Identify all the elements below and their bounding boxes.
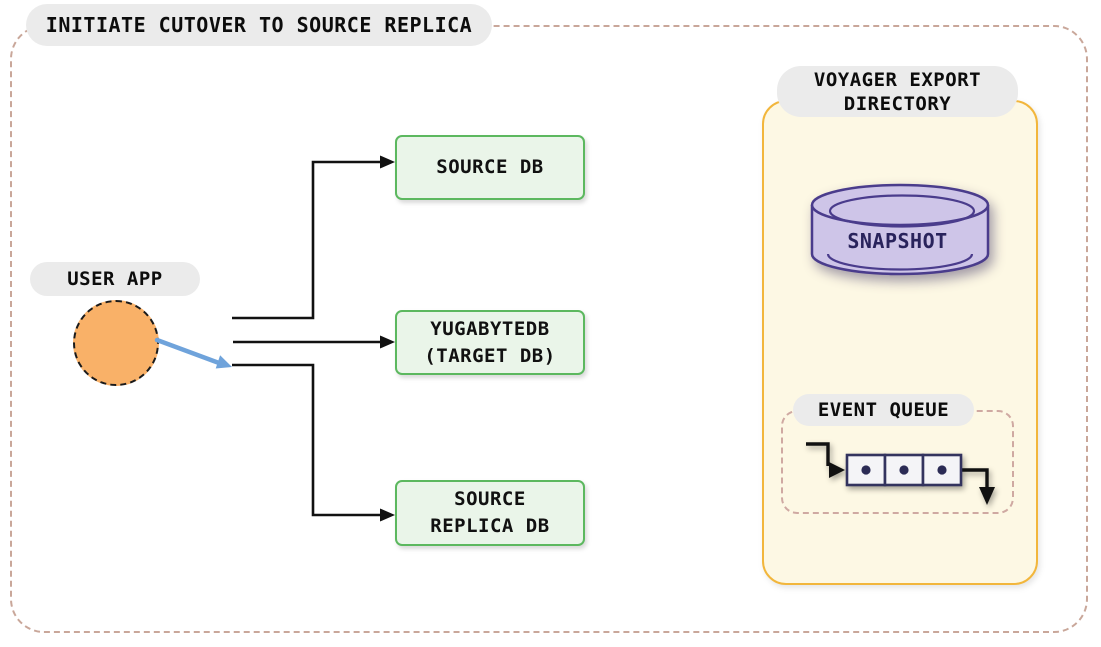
replica-db-label-line1: SOURCE bbox=[454, 488, 526, 510]
queue-in-arrow bbox=[806, 442, 830, 466]
diagram-title: INITIATE CUTOVER TO SOURCE REPLICA bbox=[26, 4, 492, 46]
queue-out-arrow bbox=[961, 468, 989, 488]
source-db-label: SOURCE DB bbox=[436, 156, 544, 178]
snapshot-label: SNAPSHOT bbox=[847, 229, 948, 253]
queue-event-dot bbox=[899, 465, 909, 475]
voyager-export-directory-label: VOYAGER EXPORT DIRECTORY bbox=[777, 66, 1018, 117]
replica-db-label-line2: REPLICA DB bbox=[430, 515, 550, 537]
snapshot-cylinder-icon bbox=[810, 183, 990, 276]
target-db-label-line2: (TARGET DB) bbox=[424, 344, 556, 367]
source-db-node: SOURCE DB bbox=[395, 135, 585, 200]
target-db-label-line1: YUGABYTEDB bbox=[430, 317, 550, 340]
user-app-circle-icon bbox=[73, 300, 159, 386]
user-app-label: USER APP bbox=[30, 262, 200, 296]
voyager-label-line2: DIRECTORY bbox=[843, 92, 952, 115]
queue-event-dot bbox=[937, 465, 947, 475]
voyager-label-line1: VOYAGER EXPORT bbox=[813, 68, 982, 91]
event-queue-icon bbox=[806, 442, 995, 505]
source-replica-db-node: SOURCE REPLICA DB bbox=[395, 480, 585, 546]
event-queue-label: EVENT QUEUE bbox=[793, 394, 974, 426]
voyager-export-directory-panel bbox=[762, 100, 1038, 585]
diagram-boundary bbox=[10, 25, 1088, 633]
queue-event-dot bbox=[861, 465, 871, 475]
yugabytedb-target-node: YUGABYTEDB (TARGET DB) bbox=[395, 310, 585, 375]
